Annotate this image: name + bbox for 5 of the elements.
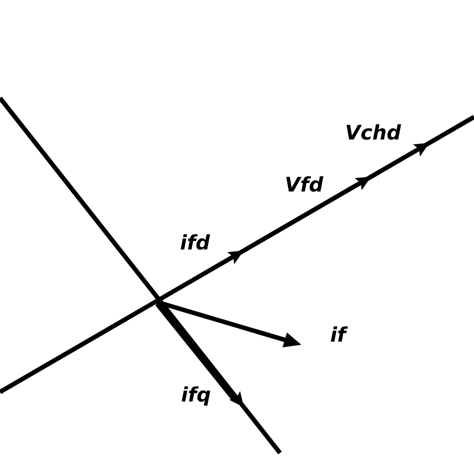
- vector-label: ifq: [182, 386, 210, 406]
- vector-label: ifd: [180, 234, 210, 250]
- vector-label: Vfd: [286, 176, 324, 192]
- vector-label: if: [330, 326, 348, 342]
- vector-label: Vchd: [346, 124, 402, 140]
